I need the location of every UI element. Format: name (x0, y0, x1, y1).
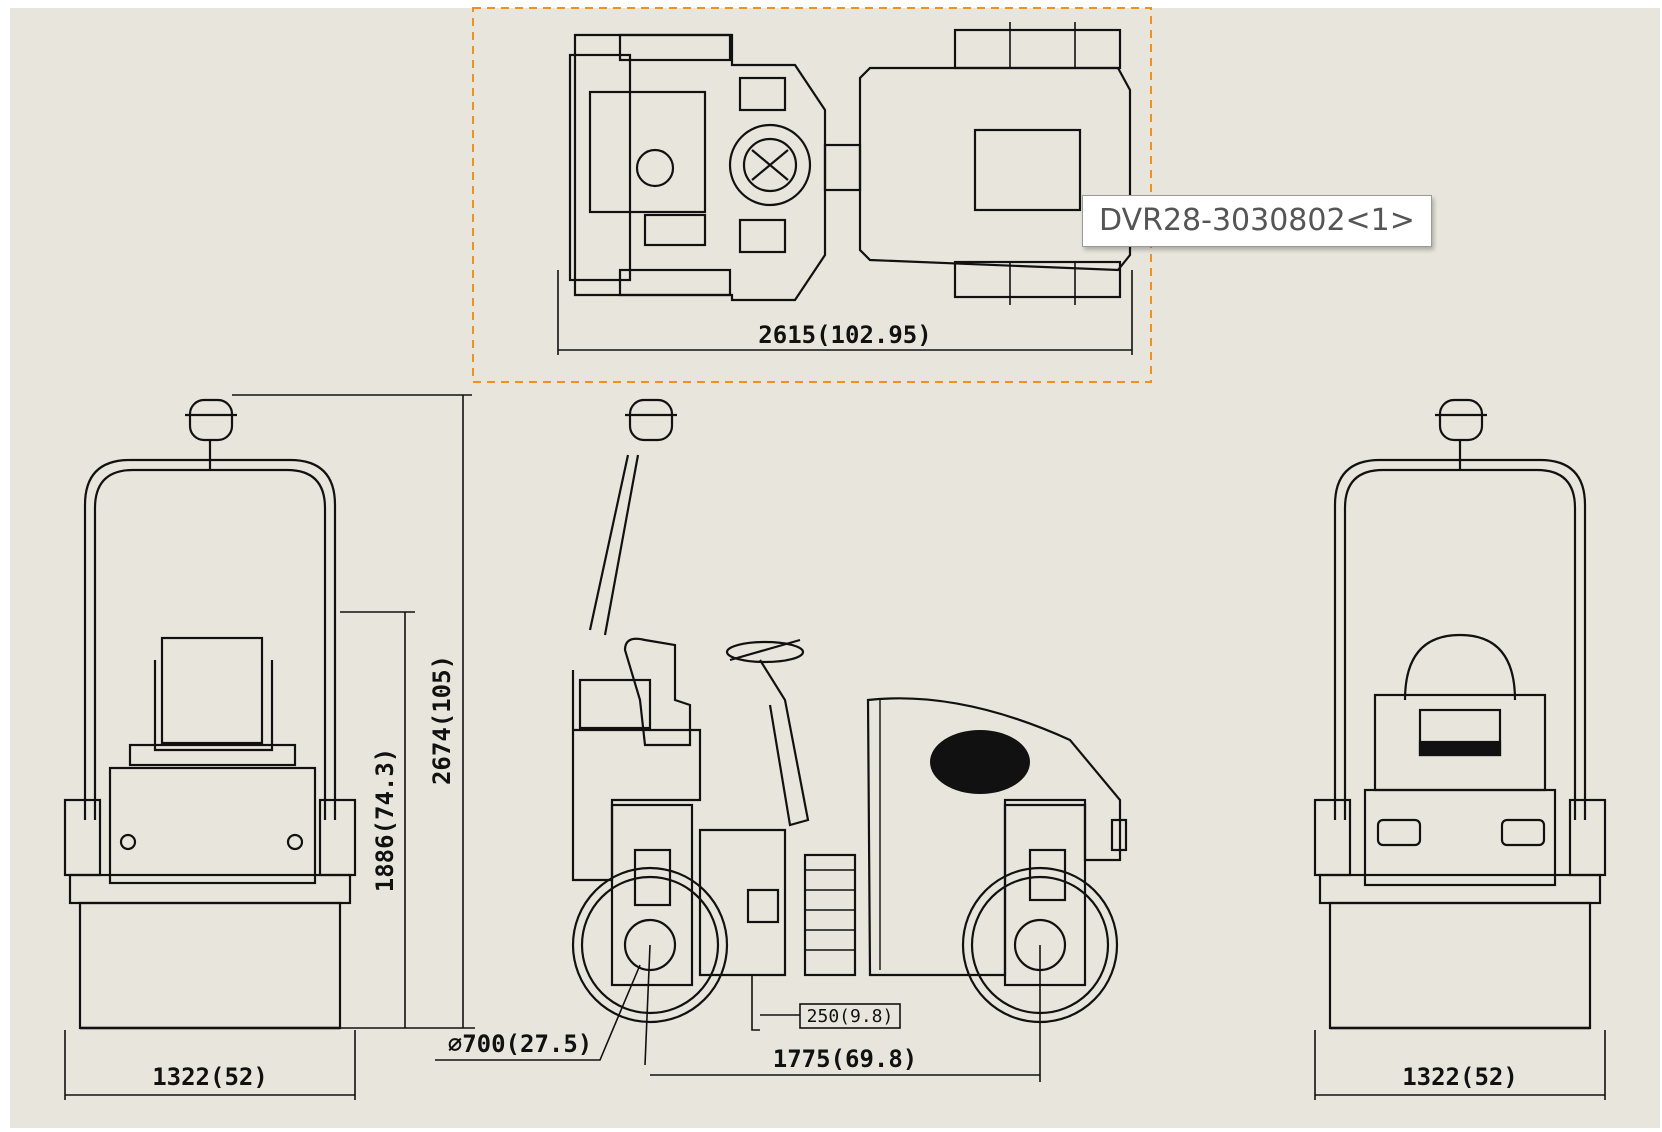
top-view[interactable] (568, 22, 1132, 305)
front-width-label: 1322(52) (1402, 1063, 1518, 1091)
rear-view[interactable] (63, 398, 357, 1030)
top-length-label: 2615(102.95) (758, 321, 931, 349)
drawing-sheet (10, 8, 1660, 1128)
side-dimensions (435, 944, 1041, 1082)
component-tooltip: DVR28-3030802<1> (1082, 195, 1432, 247)
front-view[interactable] (1313, 398, 1607, 1030)
wheelbase-label: 1775(69.8) (773, 1045, 918, 1073)
side-view[interactable] (571, 398, 1128, 1024)
rear-width-dimension (64, 1030, 356, 1100)
rear-width-label: 1322(52) (152, 1063, 268, 1091)
top-length-dimension (557, 270, 1133, 355)
front-width-dimension (1314, 1030, 1606, 1100)
overall-height-label: 2674(105) (428, 655, 456, 785)
drum-diameter-label: ∅700(27.5) (448, 1030, 593, 1058)
ground-clearance-label: 250(9.8) (807, 1006, 894, 1027)
selected-view-frame[interactable] (472, 7, 1152, 383)
seat-height-label: 1886(74.3) (371, 748, 399, 893)
height-dimensions (232, 394, 475, 1029)
